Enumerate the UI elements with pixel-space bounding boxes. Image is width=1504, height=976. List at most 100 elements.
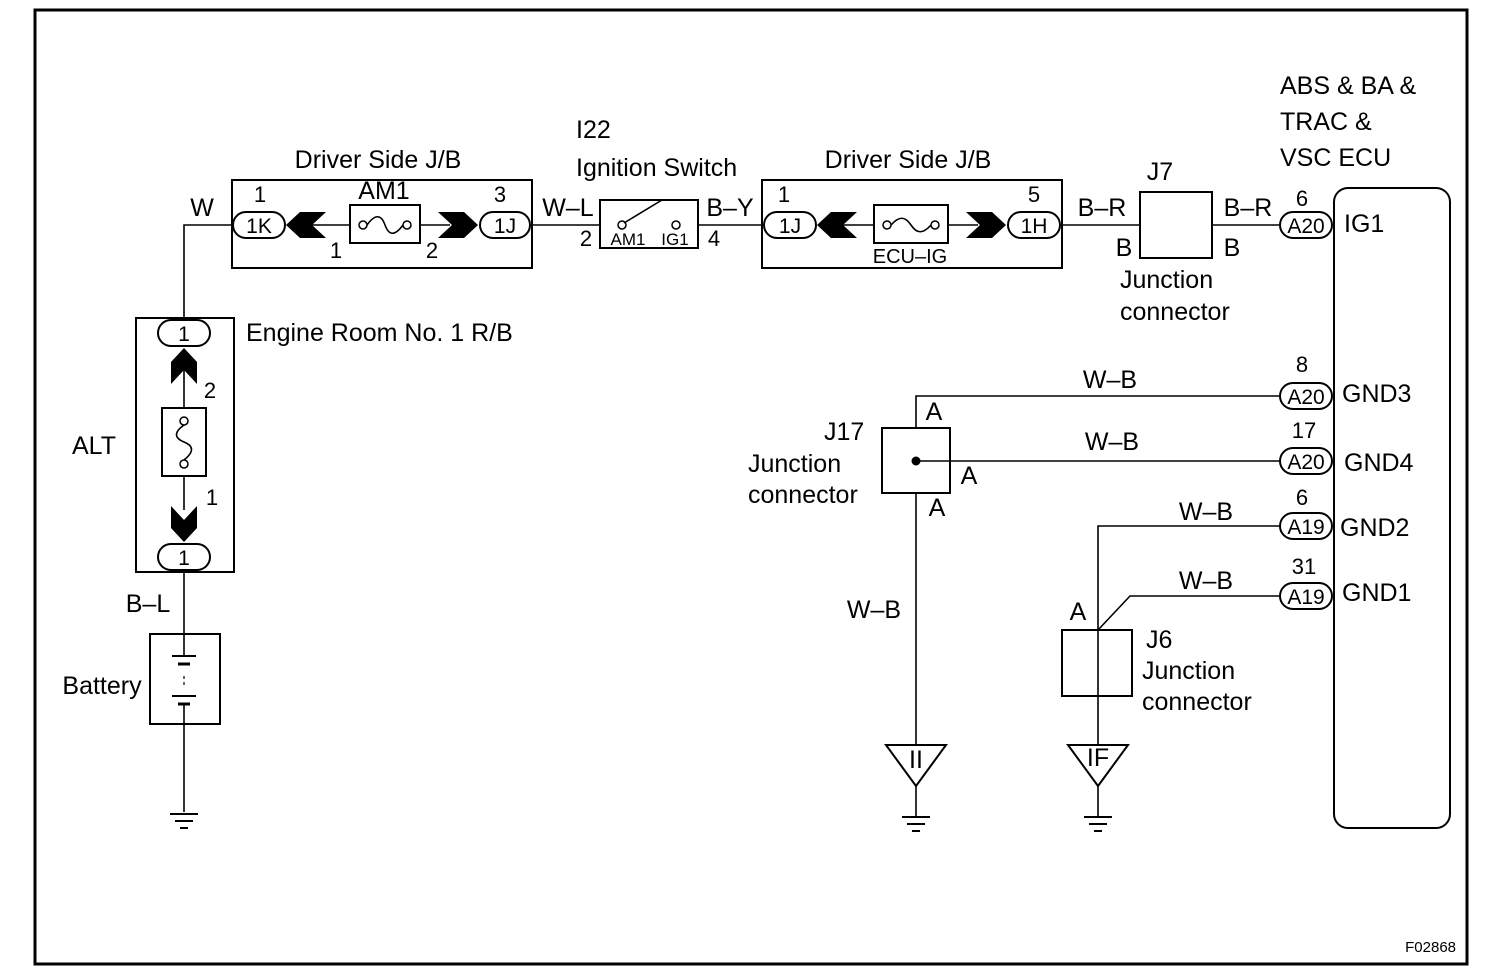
jb-left-pin-in: 1 — [254, 182, 266, 207]
wire-label-w-b-gnd2: W–B — [1179, 498, 1233, 526]
battery-label: Battery — [62, 672, 142, 700]
j7-term-left: B — [1116, 234, 1133, 262]
ecu-pin-name: GND4 — [1344, 449, 1414, 477]
j6-term-top: A — [1070, 598, 1087, 626]
chevron-left-icon — [817, 212, 857, 238]
wire-label-w-b-j17: W–B — [847, 596, 901, 624]
junction-connector-j6: A J6 Junction connector — [1061, 598, 1252, 716]
engine-rb-term-bottom: 1 — [206, 485, 218, 510]
engine-rb-conn-top: 1 — [178, 323, 190, 346]
junction-connector-j17: A A A J17 Junction connector — [748, 398, 978, 522]
engine-rb-term-top: 2 — [204, 378, 216, 403]
jb-left-term-out: 2 — [426, 238, 438, 263]
j7-ref: J7 — [1147, 158, 1173, 186]
wire-label-w-l: W–L — [542, 194, 594, 222]
wire-label-b-r-1: B–R — [1078, 194, 1127, 222]
wire-label-b-y: B–Y — [706, 194, 754, 222]
ecu-pin-num: 8 — [1296, 352, 1308, 377]
j17-term-top: A — [926, 398, 943, 426]
ecu-pin-conn: A20 — [1287, 386, 1324, 409]
engine-room-rb: Engine Room No. 1 R/B 1 2 1 1 — [135, 317, 513, 573]
ignition-term-am1: AM1 — [611, 230, 646, 249]
driver-side-jb-right: Driver Side J/B 1 5 1J ECU–IG 1H — [761, 146, 1063, 269]
chevron-right-icon — [966, 212, 1006, 238]
ecu-pin-num: 31 — [1292, 554, 1316, 579]
j7-title-1: Junction — [1120, 266, 1213, 294]
j7-title-2: connector — [1120, 298, 1230, 326]
jb-left-term-in: 1 — [330, 238, 342, 263]
j17-title-2: connector — [748, 481, 858, 509]
fuse-icon — [358, 215, 412, 235]
ground-ii-label: II — [909, 746, 923, 774]
chevron-right-icon — [438, 212, 478, 238]
ignition-term-ig1: IG1 — [661, 230, 688, 249]
ground-if-label: IF — [1087, 744, 1109, 772]
connector-1j-left: 1J — [494, 215, 516, 238]
figure-id: F02868 — [1405, 939, 1456, 956]
ecu-pin-conn: A19 — [1287, 516, 1324, 539]
ecu-pin-name: GND2 — [1340, 514, 1409, 542]
wire-label-b-r-2: B–R — [1224, 194, 1273, 222]
driver-side-jb-left: Driver Side J/B 1 3 1K AM1 1 2 1J — [231, 146, 533, 269]
ecu-title-1: ABS & BA & — [1280, 72, 1417, 100]
ecu-pin-conn: A19 — [1287, 586, 1324, 609]
ignition-pin-out: 4 — [708, 226, 720, 251]
diagram-frame — [33, 8, 1469, 966]
alt-fuse-label: ALT — [72, 432, 116, 460]
battery-icon — [172, 634, 196, 724]
chevron-down-icon — [171, 506, 197, 542]
engine-rb-conn-bottom: 1 — [178, 547, 190, 570]
switch-lever-icon — [623, 199, 663, 224]
wire-label-b-l: B–L — [126, 590, 171, 618]
engine-rb-title: Engine Room No. 1 R/B — [246, 319, 513, 347]
jb-right-pin-out: 5 — [1028, 182, 1040, 207]
jb-left-title: Driver Side J/B — [295, 146, 462, 174]
ignition-ref: I22 — [576, 116, 611, 144]
ecu-pin-name: GND1 — [1342, 579, 1411, 607]
ecu-pin-num: 17 — [1292, 418, 1316, 443]
j17-term-bottom: A — [929, 494, 946, 522]
ecu-pin-conn: A20 — [1287, 215, 1324, 238]
fuse-icon — [175, 416, 193, 469]
wire-label-w-b-gnd3: W–B — [1083, 366, 1137, 394]
ecu-title-3: VSC ECU — [1280, 144, 1391, 172]
ecu-pin-num: 6 — [1296, 186, 1308, 211]
connector-1h: 1H — [1021, 215, 1048, 238]
ecu-title-2: TRAC & — [1280, 108, 1372, 136]
jb-right-title: Driver Side J/B — [825, 146, 992, 174]
wire-lines — [183, 224, 1280, 812]
jb-left-pin-out: 3 — [494, 182, 506, 207]
j6-ref: J6 — [1146, 626, 1172, 654]
j17-ref: J17 — [824, 418, 864, 446]
j17-title-1: Junction — [748, 450, 841, 478]
wire-label-w: W — [190, 194, 214, 222]
ground-point-ii: II — [884, 744, 948, 832]
fuse-am1-label: AM1 — [358, 177, 409, 205]
j7-term-right: B — [1224, 234, 1241, 262]
junction-connector-j7: J7 B B Junction connector — [1116, 158, 1241, 326]
ecu-pin-name: IG1 — [1344, 210, 1384, 238]
ecu-pin-name: GND3 — [1342, 380, 1411, 408]
ecu-pin-conn: A20 — [1287, 451, 1324, 474]
fuse-ecu-ig-label: ECU–IG — [873, 246, 947, 268]
ignition-switch: I22 Ignition Switch AM1 IG1 2 4 — [576, 116, 737, 251]
j6-title-2: connector — [1142, 688, 1252, 716]
ground-icon — [902, 816, 930, 832]
ground-icon — [1084, 816, 1112, 832]
battery: Battery — [62, 633, 221, 725]
abs-ecu: ABS & BA & TRAC & VSC ECU 6 A20 IG1 8 A2… — [1279, 72, 1451, 829]
wire-label-w-b-gnd4: W–B — [1085, 428, 1139, 456]
junction-dot-icon — [911, 456, 921, 466]
ground-point-if: IF — [1066, 744, 1130, 832]
chevron-up-icon — [171, 348, 197, 384]
j6-title-1: Junction — [1142, 657, 1235, 685]
ignition-pin-in: 2 — [580, 226, 592, 251]
chevron-left-icon — [286, 212, 326, 238]
fuse-icon — [882, 217, 940, 233]
ecu-pin-num: 6 — [1296, 485, 1308, 510]
ignition-title: Ignition Switch — [576, 154, 737, 182]
jb-right-pin-in: 1 — [778, 182, 790, 207]
j17-term-right: A — [961, 462, 978, 490]
wire-label-w-b-gnd1: W–B — [1179, 567, 1233, 595]
